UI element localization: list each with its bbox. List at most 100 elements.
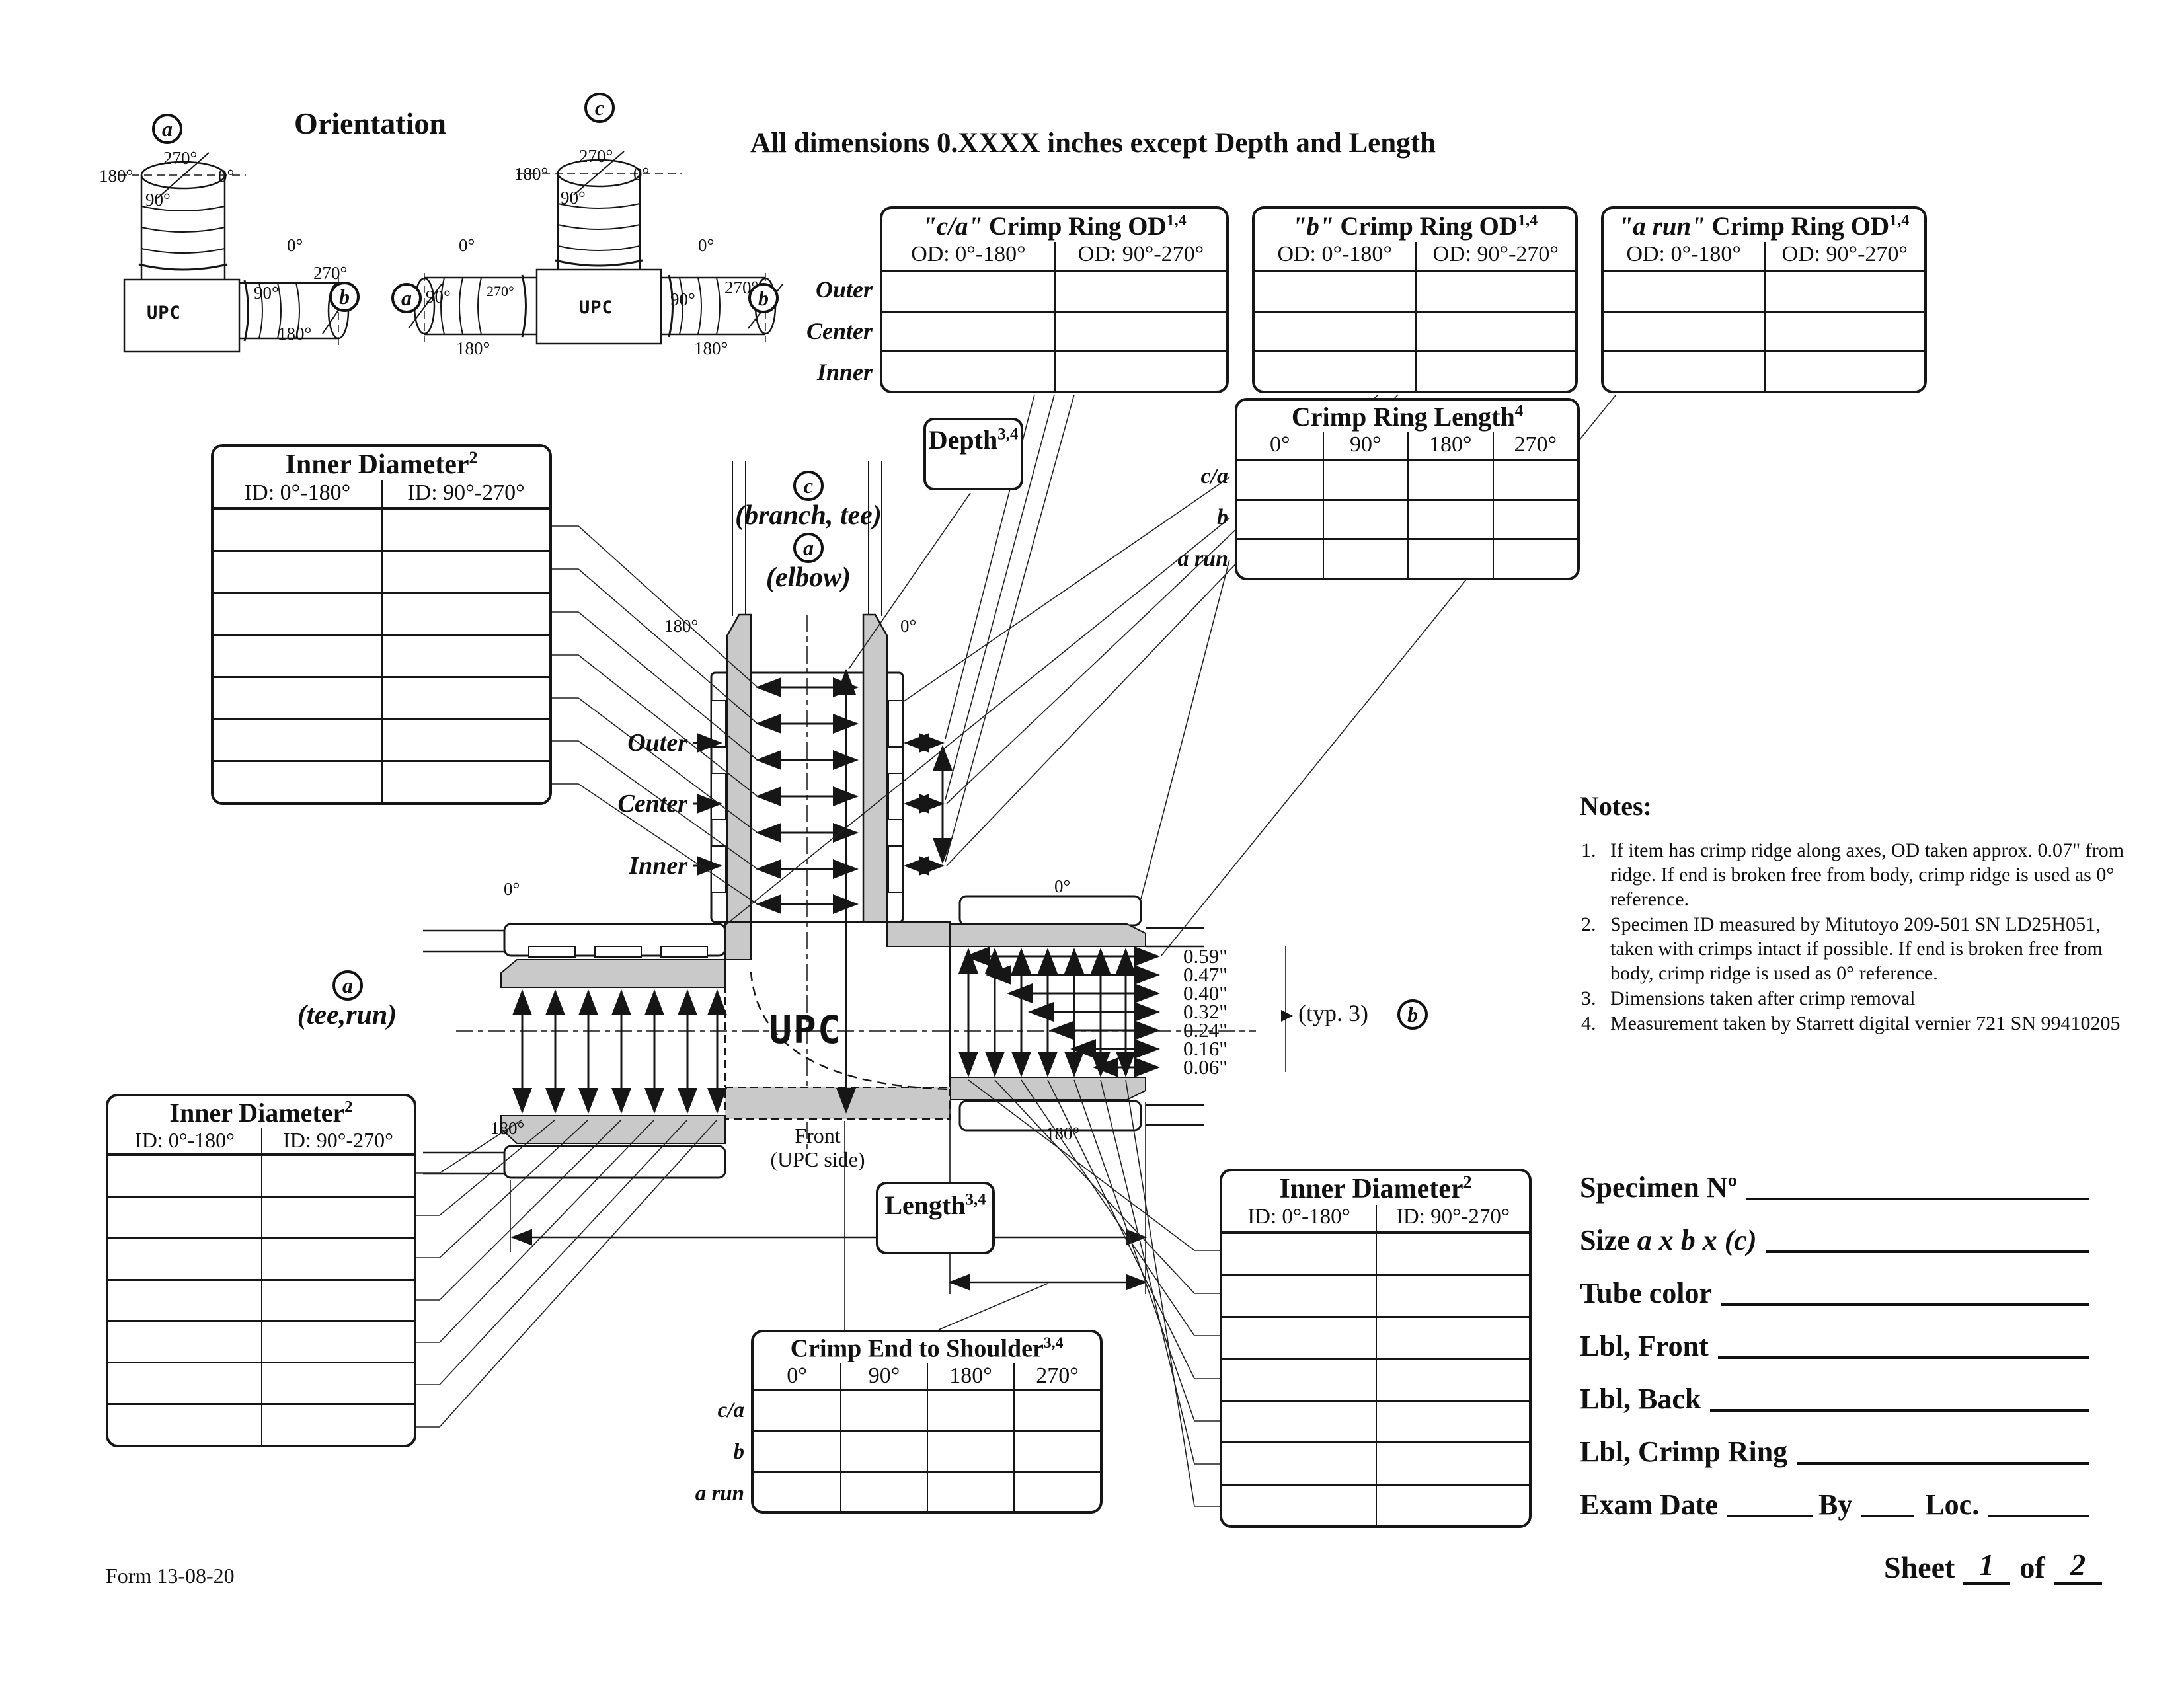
right-port-angle-0: 0°: [1054, 876, 1071, 896]
col-header: OD: 0°-180°: [1277, 241, 1393, 266]
col-header: ID: 90°-270°: [381, 480, 549, 508]
table-row: [754, 1430, 1100, 1471]
page-heading: All dimensions 0.XXXX inches except Dept…: [750, 128, 1436, 159]
field-label: Lbl, Front: [1580, 1330, 1709, 1362]
fill-line: [1710, 1405, 2089, 1412]
field-label: Specimen Nº: [1580, 1171, 1738, 1204]
crimp-ring-length-table: Crimp Ring Length4 0° 90° 180° 270°: [1235, 398, 1580, 580]
table-row: [1604, 350, 1924, 391]
elbow-marker-b: b: [329, 282, 360, 312]
inner-diameter-table-b: Inner Diameter2 ID: 0°-180° ID: 90°-270°: [1220, 1169, 1532, 1528]
col-header: 90°: [840, 1363, 927, 1389]
table-row: [1255, 310, 1575, 351]
tee-marker-a: a: [391, 283, 422, 313]
fill-line: [1861, 1511, 1915, 1517]
callout-006: 0.06": [1183, 1055, 1228, 1079]
table-title: Crimp End to Shoulder3,4: [790, 1334, 1064, 1363]
od-position-inner: Inner: [629, 852, 687, 880]
od-row-label-center: Center: [806, 318, 873, 344]
table-row: [1222, 1358, 1529, 1400]
field-label: Exam Date: [1580, 1488, 1718, 1521]
table-row: [1255, 350, 1575, 391]
col-header: 180°: [927, 1363, 1013, 1389]
front-label-line2: (UPC side): [770, 1147, 865, 1171]
sheet-number: 1: [1963, 1547, 2011, 1585]
field-label-by: By: [1818, 1488, 1853, 1521]
table-row: [882, 310, 1226, 351]
table-row: [1222, 1441, 1529, 1484]
tee-upc-label: UPC: [579, 297, 613, 318]
table-title: "a run" Crimp Ring OD1,4: [1618, 211, 1910, 241]
crimp-od-table-arun: "a run" Crimp Ring OD1,4 OD: 0°-180° OD:…: [1601, 206, 1927, 393]
field-specimen-no: Specimen Nº: [1580, 1166, 2089, 1204]
col-header: ID: 90°-270°: [1376, 1205, 1529, 1232]
table-row: [1222, 1483, 1529, 1525]
col-header: 90°: [1322, 432, 1408, 459]
elbow-side-angle-0: 0°: [287, 235, 303, 255]
table-row: [754, 1391, 1100, 1430]
diagram-marker-b: b: [1397, 999, 1428, 1030]
col-header: ID: 0°-180°: [1247, 1205, 1350, 1229]
crl-row-label-arun: a run: [1177, 547, 1228, 571]
tee-left-angle-270: 270°: [487, 283, 514, 299]
elbow-side-angle-270: 270°: [313, 263, 348, 283]
table-row: [108, 1403, 414, 1445]
callout-040: 0.40": [1183, 981, 1228, 1005]
table-row: [108, 1278, 414, 1321]
tee-left-angle-0: 0°: [459, 235, 475, 255]
od-position-outer: Outer: [627, 729, 687, 757]
fill-line: [1727, 1511, 1813, 1517]
branch-caption: (branch, tee): [735, 500, 882, 531]
field-label: Lbl, Back: [1580, 1383, 1701, 1415]
table-row: [1222, 1316, 1529, 1358]
field-lbl-back: Lbl, Back: [1580, 1377, 2089, 1416]
depth-callout-box: Depth3,4: [923, 418, 1023, 490]
table-row: [882, 272, 1226, 311]
callout-059: 0.59": [1183, 944, 1228, 968]
diagram-marker-a-run: a: [332, 970, 363, 1001]
field-label-loc: Loc.: [1925, 1488, 1980, 1521]
elbow-side-angle-90: 90°: [254, 283, 279, 303]
field-size: Size a x b x (c): [1580, 1219, 2089, 1257]
field-exam-date: Exam Date By Loc.: [1580, 1483, 2089, 1521]
fill-line: [1988, 1511, 2089, 1517]
od-row-label-inner: Inner: [816, 359, 873, 385]
table-row: [214, 510, 549, 550]
table-title: Inner Diameter2: [285, 448, 478, 480]
sheet-counter: Sheet 1 of 2: [1884, 1544, 2102, 1585]
elbow-angle-0: 0°: [218, 166, 235, 186]
table-title: Crimp Ring Length4: [1291, 402, 1524, 432]
leader-lines: [416, 394, 1617, 1507]
diagram-marker-a-elbow: a: [793, 533, 824, 563]
od-position-center: Center: [617, 790, 687, 818]
table-row: [1237, 538, 1577, 578]
notes-title: Notes:: [1580, 791, 1652, 821]
field-tube-color: Tube color: [1580, 1272, 2089, 1310]
col-header: 180°: [1407, 432, 1493, 459]
elbow-side-angle-180: 180°: [278, 324, 312, 344]
col-header: 270°: [1013, 1363, 1100, 1389]
col-header: OD: 90°-270°: [1764, 241, 1925, 270]
sheet-label: Sheet: [1884, 1551, 1955, 1584]
branch-angle-0: 0°: [900, 616, 917, 636]
crimp-od-table-b: "b" Crimp Ring OD1,4 OD: 0°-180° OD: 90°…: [1252, 206, 1578, 393]
table-row: [754, 1470, 1100, 1511]
callout-047: 0.47": [1183, 963, 1228, 986]
ces-row-label-arun: a run: [695, 1482, 744, 1506]
elbow-marker-a: a: [152, 114, 182, 144]
table-row: [214, 760, 549, 802]
length-callout-box: Length3,4: [876, 1182, 995, 1254]
table-title: Inner Diameter2: [169, 1098, 353, 1128]
note-3: 3. Dimensions taken after crimp removal: [1581, 987, 1916, 1009]
tee-angle-90: 90°: [561, 188, 586, 208]
table-row: [1604, 310, 1924, 351]
table-row: [1222, 1274, 1529, 1317]
crl-row-label-b: b: [1217, 505, 1228, 529]
branch-od-position-arrows: [904, 733, 953, 876]
callout-016: 0.16": [1183, 1037, 1228, 1060]
elbow-upc-label: UPC: [147, 303, 181, 323]
elbow-caption: (elbow): [765, 562, 851, 593]
od-row-label-outer: Outer: [815, 276, 873, 303]
table-title: Inner Diameter2: [1279, 1172, 1472, 1204]
